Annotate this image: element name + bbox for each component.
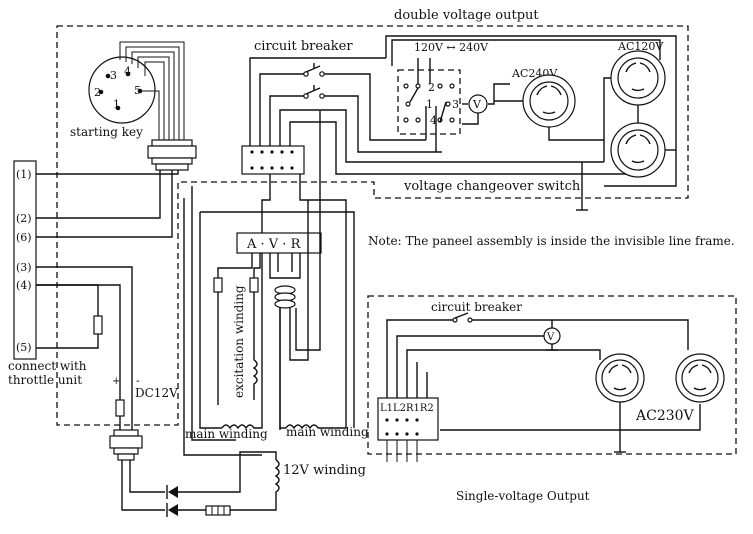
switch-contact-3: 3 — [452, 98, 459, 111]
terminal-1-label: (1) — [16, 168, 32, 181]
terminal-4-label: (4) — [16, 279, 32, 292]
terminal-strip — [13, 160, 37, 360]
double-voltage-output-label: double voltage output — [394, 8, 539, 23]
throttle-unit-label: throttle unit — [8, 373, 82, 387]
terminal-3-label: (3) — [16, 261, 32, 274]
ac240v-outlet — [494, 74, 604, 141]
key-pin-5-label: 5 — [134, 84, 141, 97]
minus-sign: - — [136, 374, 140, 387]
starting-key: 1 2 3 4 5 — [88, 56, 156, 124]
connect-with-label: connect with — [8, 359, 87, 373]
ac230v-outlet-left — [595, 353, 645, 403]
switch-contacts — [403, 58, 455, 152]
key-pin-3-label: 3 — [110, 69, 117, 82]
single-output-frame — [367, 295, 737, 455]
circuit-breaker-top — [249, 57, 641, 175]
avr-wires — [213, 110, 321, 430]
twelve-v-winding — [262, 451, 280, 495]
circuit-breaker-bottom — [386, 312, 689, 398]
twelve-v-winding-label: 12V winding — [283, 463, 366, 478]
single-terminal-pins — [385, 418, 419, 462]
single-voltage-output-label: Single-voltage Output — [456, 489, 590, 503]
circuit-breaker-bottom-label: circuit breaker — [431, 300, 522, 314]
avr-box — [236, 232, 322, 254]
generator-windings — [183, 170, 355, 456]
plus-sign: + — [112, 376, 120, 387]
switch-contact-2: 2 — [428, 81, 435, 94]
key-pin-2-label: 2 — [94, 86, 101, 99]
battery-connector — [109, 429, 143, 461]
excitation-winding-label: excitation winding — [232, 285, 246, 398]
ac230v-label: AC230V — [635, 408, 695, 424]
ac230v-outlet-right — [675, 353, 725, 403]
voltage-changeover-switch — [397, 69, 461, 135]
starting-key-label: starting key — [70, 125, 143, 139]
single-terminal-labels: L1L2R1R2 — [380, 403, 434, 414]
dc12v-label: DC12V — [135, 386, 178, 400]
main-winding-left-label: main winding — [185, 427, 268, 441]
key-cable — [119, 41, 185, 140]
single-output-wires — [396, 335, 701, 453]
terminal-5-label: (5) — [16, 341, 32, 354]
starting-key-body — [88, 56, 156, 124]
rectifier-diodes — [166, 451, 277, 517]
voltmeter-double-symbol: V — [472, 98, 482, 111]
ac120v-outlet-bottom — [610, 105, 676, 178]
terminal-2-label: (2) — [16, 212, 32, 225]
central-terminal-block — [241, 145, 305, 175]
voltmeter-single-symbol: V — [546, 332, 555, 343]
ac120v-outlet-top — [603, 39, 666, 162]
central-terminal-pins — [250, 150, 294, 170]
fuse — [115, 399, 125, 417]
avr-label: A · V · R — [246, 237, 302, 252]
panel-frame — [56, 25, 689, 426]
terminal-wires — [36, 170, 179, 430]
key-connector — [147, 139, 197, 171]
ac120v-label: AC120V — [617, 40, 664, 53]
switch-contact-1: 1 — [426, 98, 433, 111]
voltage-changeover-switch-label: voltage changeover switch — [403, 179, 581, 194]
voltmeter-double — [462, 83, 510, 125]
key-pin-4-label: 4 — [124, 65, 131, 78]
key-pin-1-label: 1 — [113, 98, 120, 111]
circuit-breaker-top-label: circuit breaker — [254, 39, 353, 54]
terminal-6-label: (6) — [16, 231, 32, 244]
main-winding-right-label: main winding — [286, 425, 369, 439]
switch-contact-4: 4 — [430, 114, 437, 127]
switch-range-label: 120V ↔ 240V — [414, 41, 489, 54]
panel-note: Note: The paneel assembly is inside the … — [368, 234, 735, 248]
